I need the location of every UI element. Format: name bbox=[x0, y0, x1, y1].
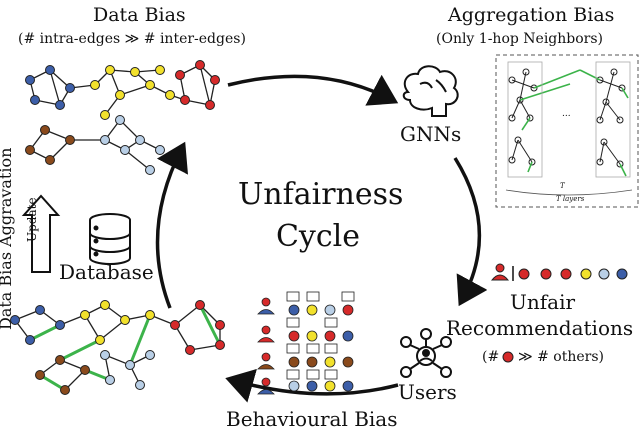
update-label: Update bbox=[25, 197, 39, 242]
unfair-recs-line1: Unfair bbox=[510, 290, 576, 314]
unfair-recs-note-suffix: ≫ # others) bbox=[518, 349, 604, 365]
users-icon bbox=[400, 328, 452, 378]
aggregation-layers-label: T layers bbox=[556, 195, 585, 203]
data-bias-title: Data Bias bbox=[93, 4, 186, 26]
user-icon-1 bbox=[257, 297, 275, 315]
database-label: Database bbox=[59, 260, 154, 284]
unfair-recs-note-prefix: (# bbox=[482, 349, 500, 365]
gnns-label: GNNs bbox=[400, 122, 462, 146]
aggregation-bias-subtitle: (Only 1-hop Neighbors) bbox=[436, 31, 604, 47]
database-icon bbox=[89, 213, 131, 265]
recommendation-icons bbox=[490, 263, 628, 363]
cycle-title-line2: Cycle bbox=[275, 219, 361, 254]
user-icon-2 bbox=[257, 325, 275, 343]
cycle-title-line1: Unfairness bbox=[238, 177, 404, 212]
aggregation-bias-title: Aggregation Bias bbox=[448, 4, 615, 26]
aggregation-t-label: T bbox=[560, 182, 565, 190]
arrow-top bbox=[227, 74, 399, 106]
unfair-recs-line2: Recommendations bbox=[446, 316, 634, 340]
aggregation-ellipsis: ... bbox=[562, 109, 571, 119]
user-icon-3 bbox=[257, 352, 275, 370]
aggregation-panel bbox=[495, 54, 639, 208]
data-bias-subtitle: (# intra-edges ≫ # inter-edges) bbox=[18, 31, 246, 47]
update-arrow bbox=[21, 194, 61, 273]
data-bias-nodes bbox=[25, 60, 220, 175]
brain-icon bbox=[402, 65, 459, 117]
cycle-arrows bbox=[155, 74, 488, 403]
behavioural-bias-label: Behavioural Bias bbox=[226, 407, 398, 431]
user-icon bbox=[490, 263, 510, 281]
arrow-left bbox=[155, 141, 189, 309]
behaviour-grid bbox=[257, 291, 355, 395]
arrow-right bbox=[453, 157, 488, 307]
data-bias-aggravation-label: Data Bias Aggravation bbox=[0, 147, 15, 330]
users-label: Users bbox=[398, 380, 457, 404]
aggravated-nodes bbox=[10, 300, 225, 395]
arrow-bottom bbox=[225, 368, 399, 403]
user-icon-4 bbox=[257, 377, 275, 395]
